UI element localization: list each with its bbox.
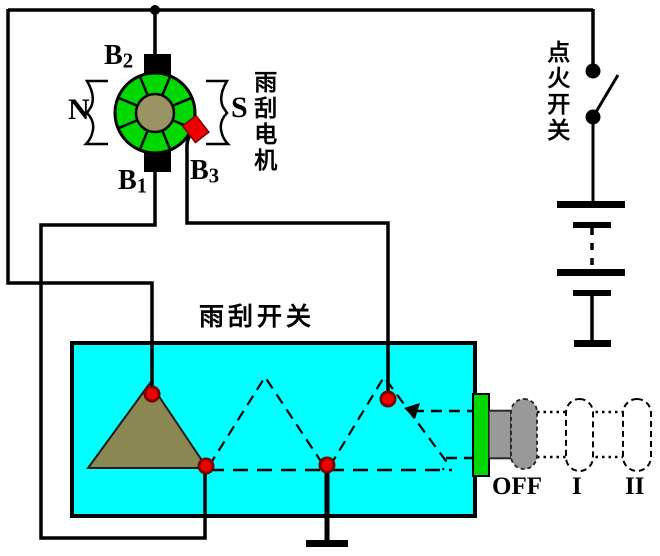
ignition-switch-lever <box>591 74 620 118</box>
brush-label-b3-base: B <box>190 155 209 186</box>
contact-dot-position2 <box>379 390 397 408</box>
junction-dot-top-bus <box>150 5 160 15</box>
knob-ghost-position-1 <box>565 398 594 472</box>
battery-symbol <box>557 201 625 347</box>
wiper-arm-triangle <box>86 381 209 469</box>
battery-plate-long-2 <box>557 269 625 276</box>
position-label-off: OFF <box>492 473 542 500</box>
knob-mount-green <box>472 393 490 477</box>
brush-label-b3-sub: 3 <box>208 165 220 188</box>
ground-symbol <box>306 466 348 547</box>
brush-label-b2: B2 <box>104 42 133 72</box>
position-label-1: I <box>572 473 582 500</box>
linkage-arrowhead <box>404 403 420 419</box>
contact-dot-lower <box>197 457 215 475</box>
ignition-switch-label: 点火开关 <box>543 40 569 144</box>
knob-travel-dotted-lines <box>537 410 624 459</box>
wiper-switch-title: 雨刮开关 <box>199 304 316 331</box>
motor-name-label: 雨刮电机 <box>250 70 276 174</box>
position-label-2: II <box>625 473 645 500</box>
battery-terminal-bar <box>574 340 611 347</box>
wire-feed-to-apex-contact <box>6 9 154 392</box>
knob-ghost-position-2 <box>622 398 652 472</box>
ground-bar <box>306 540 348 547</box>
brush-block-b2 <box>144 54 171 77</box>
armature-spokes <box>117 75 193 151</box>
contact-dot-ground <box>318 456 336 474</box>
brush-label-b3: B3 <box>190 157 219 187</box>
brush-label-b2-base: B <box>104 40 123 71</box>
battery-plate-long-1 <box>557 201 625 208</box>
pole-piece-s <box>206 79 232 146</box>
wiper-motor-symbol <box>82 54 232 172</box>
wire-b1-to-lower-contact <box>39 170 207 540</box>
brush-label-b1-sub: 1 <box>136 175 148 198</box>
brush-b3-red <box>181 114 210 144</box>
pole-label-s: S <box>231 91 248 124</box>
motor-rotor-core <box>134 92 176 134</box>
knob-off-position <box>510 398 538 470</box>
brush-label-b2-sub: 2 <box>122 50 134 73</box>
pole-label-n: N <box>68 93 90 126</box>
contact-dot-apex <box>143 385 161 403</box>
brush-label-b1-base: B <box>118 165 137 196</box>
pole-piece-n <box>82 79 108 146</box>
ignition-switch-contact-top <box>585 63 601 79</box>
knob-shaft <box>488 410 512 459</box>
battery-plate-short-2 <box>573 290 611 296</box>
battery-plate-short-1 <box>573 222 611 228</box>
brush-label-b1: B1 <box>118 167 147 197</box>
